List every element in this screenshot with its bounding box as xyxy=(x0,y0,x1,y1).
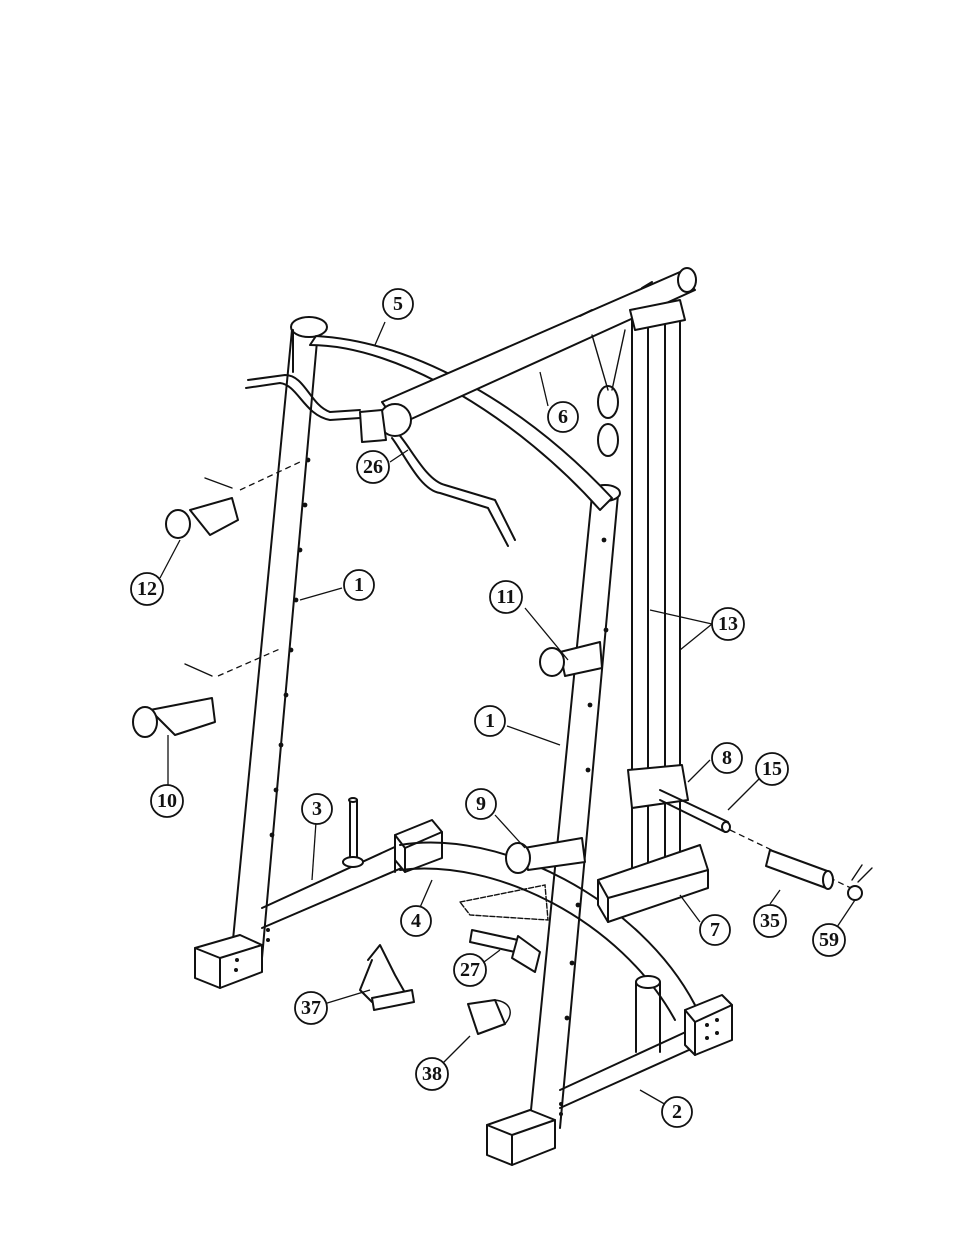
svg-text:2: 2 xyxy=(672,1101,682,1123)
svg-text:7: 7 xyxy=(710,919,720,941)
svg-text:13: 13 xyxy=(718,613,738,635)
callout-8: 8 xyxy=(712,743,742,773)
callout-2: 2 xyxy=(662,1097,692,1127)
callout-7: 7 xyxy=(700,915,730,945)
callout-27: 27 xyxy=(454,954,486,986)
callout-10: 10 xyxy=(151,785,183,817)
callout-38: 38 xyxy=(416,1058,448,1090)
svg-text:35: 35 xyxy=(760,910,780,932)
svg-text:15: 15 xyxy=(762,758,782,780)
right-foot xyxy=(487,1102,563,1165)
svg-text:11: 11 xyxy=(497,586,516,608)
svg-text:8: 8 xyxy=(722,747,732,769)
stirrup-handle xyxy=(360,945,414,1010)
j-hook-upper xyxy=(166,478,238,538)
svg-text:4: 4 xyxy=(411,910,421,932)
svg-text:10: 10 xyxy=(157,790,177,812)
safety-catch-lower xyxy=(506,838,585,873)
base-rail-right xyxy=(560,995,732,1108)
svg-text:12: 12 xyxy=(137,578,157,600)
right-upright xyxy=(530,485,620,1128)
callout-6: 6 xyxy=(548,402,578,432)
callout-9: 9 xyxy=(466,789,496,819)
svg-text:5: 5 xyxy=(393,293,403,315)
callout-1-left: 1 xyxy=(344,570,374,600)
pulley-upper xyxy=(592,330,625,418)
weight-horn-right xyxy=(636,976,660,1052)
chain xyxy=(460,885,548,920)
callout-3: 3 xyxy=(302,794,332,824)
callout-15: 15 xyxy=(756,753,788,785)
svg-text:27: 27 xyxy=(460,959,480,981)
svg-text:3: 3 xyxy=(312,798,322,820)
svg-text:37: 37 xyxy=(301,997,321,1019)
svg-text:26: 26 xyxy=(363,456,383,478)
sleeve xyxy=(766,850,833,889)
svg-text:59: 59 xyxy=(819,929,839,951)
svg-text:1: 1 xyxy=(354,574,364,596)
pulley-lower xyxy=(598,424,618,456)
callout-5: 5 xyxy=(383,289,413,319)
callout-1-right: 1 xyxy=(475,706,505,736)
callout-59: 59 xyxy=(813,924,845,956)
j-hook-lower xyxy=(133,664,215,737)
carriage xyxy=(628,765,688,808)
left-foot xyxy=(195,928,270,988)
svg-text:1: 1 xyxy=(485,710,495,732)
callout-35: 35 xyxy=(754,905,786,937)
safety-catch-upper xyxy=(540,642,602,676)
svg-text:9: 9 xyxy=(476,793,486,815)
callout-12: 12 xyxy=(131,573,163,605)
ankle-strap xyxy=(468,1000,510,1034)
leader-lines xyxy=(160,322,855,1106)
callout-37: 37 xyxy=(295,992,327,1024)
weight-horn-left xyxy=(343,798,363,867)
callout-11: 11 xyxy=(490,581,522,613)
spring-clip xyxy=(848,865,872,900)
callout-4: 4 xyxy=(401,906,431,936)
callout-26: 26 xyxy=(357,451,389,483)
callout-13: 13 xyxy=(712,608,744,640)
svg-text:6: 6 xyxy=(558,406,568,428)
svg-text:38: 38 xyxy=(422,1063,442,1085)
